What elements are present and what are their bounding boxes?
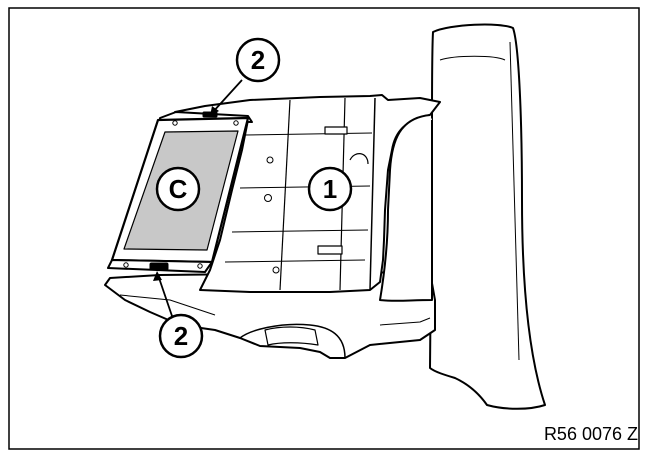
svg-text:2: 2 [251, 45, 265, 75]
svg-text:2: 2 [174, 321, 188, 351]
callout-screw-top: 2 [235, 37, 281, 83]
figure-reference-code: R56 0076 Z [543, 424, 638, 444]
trim-cover [429, 23, 546, 410]
svg-text:C: C [169, 174, 188, 204]
leader-lines [157, 79, 243, 317]
bracket-tray [174, 94, 441, 302]
arrow-head-top [210, 106, 219, 116]
bottom-clip [149, 262, 169, 271]
callout-control-unit: C [155, 166, 201, 212]
callout-bracket: 1 [307, 166, 353, 212]
arrow-head-bottom [153, 271, 162, 281]
callout-screw-bottom: 2 [158, 313, 204, 359]
figure-frame [8, 7, 640, 450]
svg-text:1: 1 [323, 174, 337, 204]
